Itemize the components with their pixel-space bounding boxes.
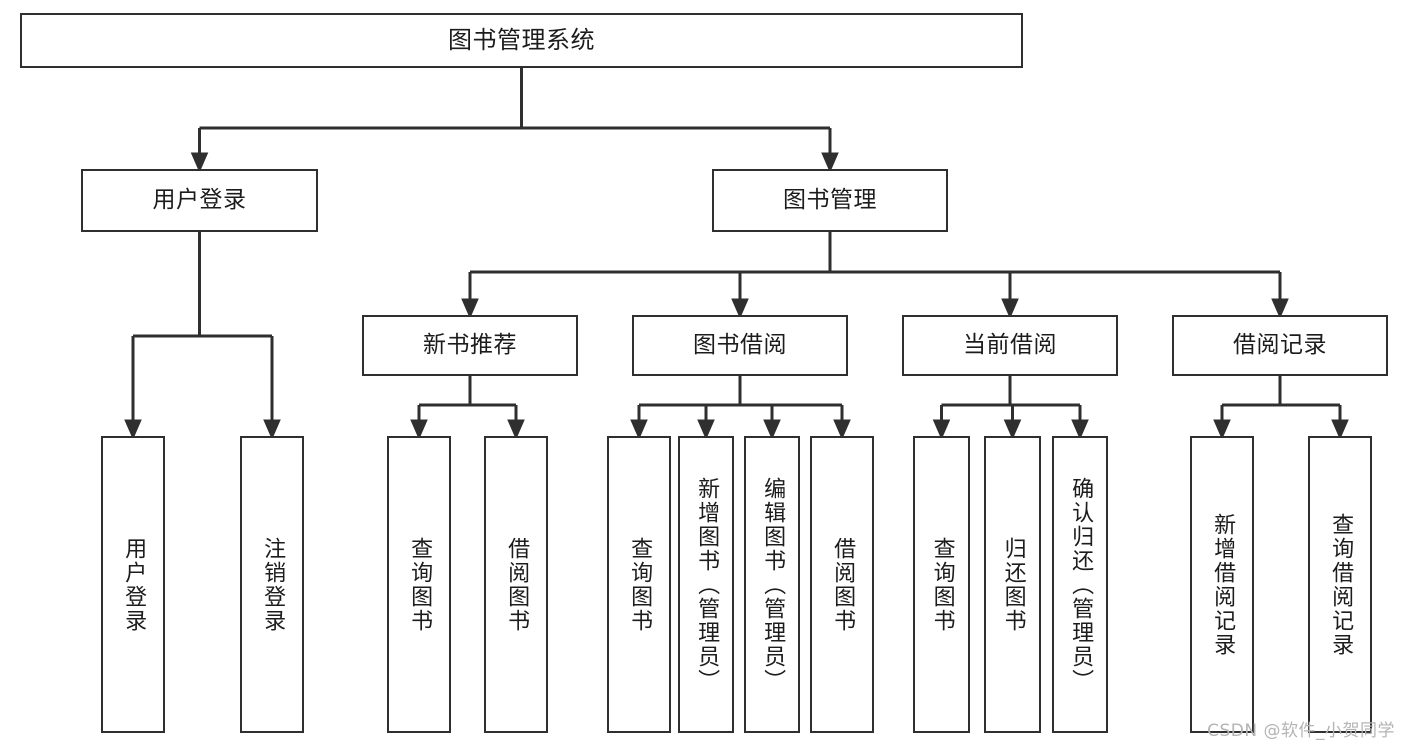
leaf-record-add-label: 新增借阅记录 bbox=[1210, 512, 1236, 657]
node-current-borrow-label: 当前借阅 bbox=[963, 331, 1057, 358]
connector-lines bbox=[124, 68, 1349, 440]
leaf-bookborrow-edit-book-label: 编辑图书（管理员） bbox=[760, 476, 786, 693]
leaf-user-login-label: 用户登录 bbox=[121, 536, 147, 633]
leaf-newbook-borrow-book-label: 借阅图书 bbox=[504, 536, 530, 633]
leaf-record-query-label: 查询借阅记录 bbox=[1328, 512, 1354, 657]
leaf-newbook-query-book[interactable]: 查询图书 bbox=[387, 436, 451, 733]
node-borrow-record-label: 借阅记录 bbox=[1233, 331, 1327, 358]
leaf-bookborrow-query-book-label: 查询图书 bbox=[627, 536, 653, 633]
leaf-current-confirm-return-label: 确认归还（管理员） bbox=[1068, 476, 1094, 693]
node-current-borrow[interactable]: 当前借阅 bbox=[902, 315, 1118, 376]
node-root-label: 图书管理系统 bbox=[448, 26, 595, 55]
leaf-current-query-book-label: 查询图书 bbox=[929, 536, 955, 633]
node-new-book-recommend[interactable]: 新书推荐 bbox=[362, 315, 578, 376]
leaf-logout-label: 注销登录 bbox=[260, 536, 286, 633]
leaf-record-add[interactable]: 新增借阅记录 bbox=[1190, 436, 1254, 733]
leaf-bookborrow-edit-book[interactable]: 编辑图书（管理员） bbox=[744, 436, 800, 733]
node-user-login[interactable]: 用户登录 bbox=[81, 169, 318, 232]
leaf-bookborrow-borrow-book-label: 借阅图书 bbox=[830, 536, 856, 633]
leaf-bookborrow-add-book[interactable]: 新增图书（管理员） bbox=[678, 436, 734, 733]
leaf-user-login[interactable]: 用户登录 bbox=[101, 436, 165, 733]
leaf-logout[interactable]: 注销登录 bbox=[240, 436, 304, 733]
leaf-newbook-query-book-label: 查询图书 bbox=[407, 536, 433, 633]
leaf-record-query[interactable]: 查询借阅记录 bbox=[1308, 436, 1372, 733]
leaf-bookborrow-query-book[interactable]: 查询图书 bbox=[607, 436, 671, 733]
leaf-bookborrow-add-book-label: 新增图书（管理员） bbox=[694, 476, 720, 693]
leaf-current-confirm-return[interactable]: 确认归还（管理员） bbox=[1052, 436, 1108, 733]
leaf-current-return-book-label: 归还图书 bbox=[1000, 536, 1026, 633]
leaf-newbook-borrow-book[interactable]: 借阅图书 bbox=[484, 436, 548, 733]
leaf-current-return-book[interactable]: 归还图书 bbox=[984, 436, 1041, 733]
node-book-borrow[interactable]: 图书借阅 bbox=[632, 315, 848, 376]
leaf-current-query-book[interactable]: 查询图书 bbox=[913, 436, 970, 733]
node-root[interactable]: 图书管理系统 bbox=[20, 13, 1023, 68]
node-borrow-record[interactable]: 借阅记录 bbox=[1172, 315, 1388, 376]
node-new-book-recommend-label: 新书推荐 bbox=[423, 331, 517, 358]
node-book-manage-label: 图书管理 bbox=[783, 186, 877, 213]
node-book-manage[interactable]: 图书管理 bbox=[712, 169, 948, 232]
node-book-borrow-label: 图书借阅 bbox=[693, 331, 787, 358]
leaf-bookborrow-borrow-book[interactable]: 借阅图书 bbox=[810, 436, 874, 733]
node-user-login-label: 用户登录 bbox=[152, 186, 247, 213]
